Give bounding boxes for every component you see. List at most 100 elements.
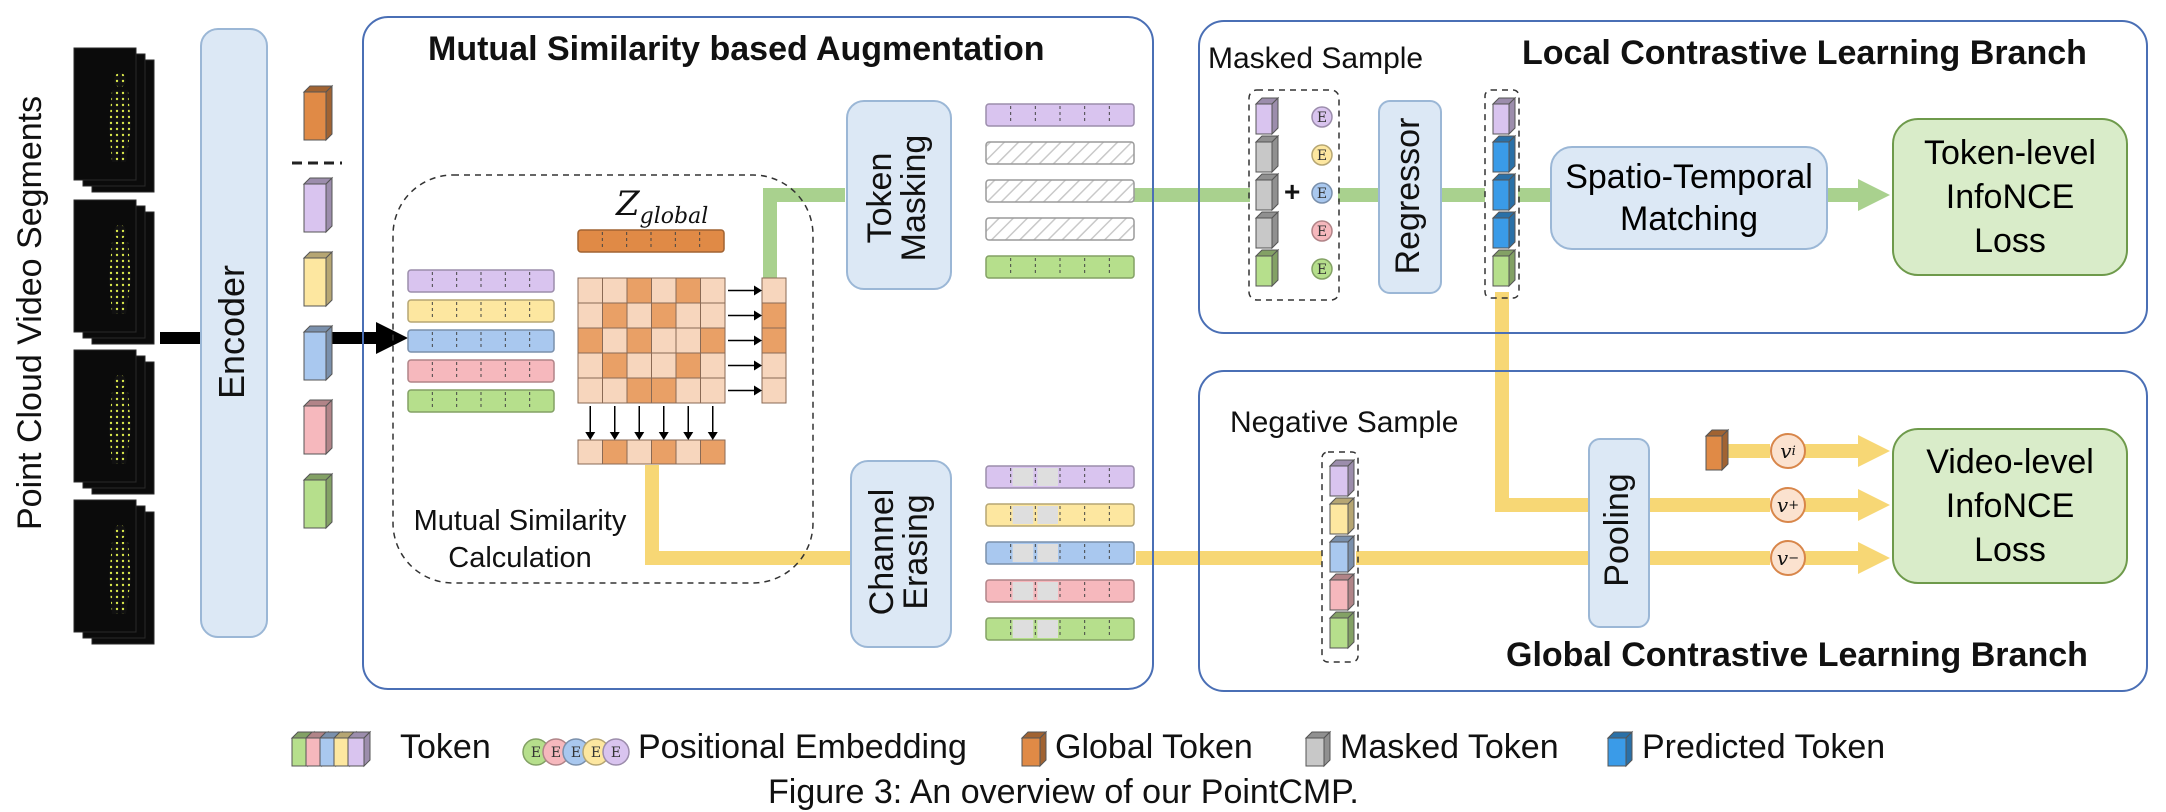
v-plus-node: v+: [1770, 487, 1806, 523]
token-masking-label: Token Masking: [861, 108, 933, 288]
frame-3-human-body: [109, 542, 131, 614]
frame-1-human-head: [114, 225, 126, 239]
positional-embedding-2: [1311, 182, 1333, 204]
erased-token-bar-4-erased-0: [1012, 620, 1034, 638]
v-i-subscript: i: [1791, 443, 1796, 459]
sim-row-score-1: [761, 302, 787, 329]
legend-pos-emb-letter-3: E: [591, 745, 601, 761]
legend-pos-emb-letter-0: E: [531, 745, 541, 761]
frame-3-human-head: [114, 525, 126, 539]
negative-token-1-face: [1329, 503, 1349, 535]
negative-token-3-face: [1329, 579, 1349, 611]
positional-embedding-letter-2: E: [1317, 186, 1327, 202]
legend-global-token-icon-side: [1039, 730, 1047, 768]
predicted-token-region: [1484, 89, 1520, 299]
erased-token-bar-2-erased-0: [1012, 544, 1034, 562]
pooling-global-token-face: [1705, 435, 1723, 471]
erased-token-bar-2-erased-1: [1037, 544, 1058, 562]
channel-erasing-output: [985, 465, 1135, 641]
col-arrowhead-3: [658, 432, 669, 440]
sim-matrix-cell-0-0: [577, 277, 603, 304]
sim-matrix-cell-2-4: [675, 327, 701, 354]
row-arrowhead-2: [754, 335, 762, 346]
sim-matrix-cell-2-1: [602, 327, 628, 354]
green-arrowhead-token-loss: [1858, 179, 1890, 211]
channel-erasing-line1: Channel: [863, 488, 901, 616]
sim-matrix-cell-4-5: [700, 377, 726, 404]
sim-matrix-cell-0-3: [651, 277, 677, 304]
legend-global-token-icon-face: [1021, 737, 1041, 767]
legend-masked-token-label: Masked Token: [1340, 728, 1559, 766]
v-minus-node: v−: [1770, 540, 1806, 576]
positional-embedding-3: [1311, 220, 1333, 242]
local-branch-title: Local Contrastive Learning Branch: [1522, 34, 2087, 72]
legend-pos-emb-letter-2: E: [571, 745, 581, 761]
masked-token-bar-3: [985, 217, 1135, 241]
predicted-token-4-face: [1492, 255, 1510, 287]
legend-token-icon-4-face: [347, 737, 365, 767]
predicted-tokens: [1491, 96, 1517, 288]
legend-masked-token-icon-side: [1323, 730, 1331, 768]
erased-token-bar-3-erased-1: [1037, 582, 1058, 600]
predicted-token-0-face: [1492, 103, 1510, 135]
regressor-block: [1378, 100, 1442, 294]
col-arrowhead-0: [585, 432, 596, 440]
sim-matrix-cell-4-1: [602, 377, 628, 404]
token-loss-line1: Token-level: [1924, 134, 2096, 172]
col-arrowhead-4: [683, 432, 694, 440]
v-minus-subscript: −: [1788, 550, 1800, 566]
frame-0-human-head: [114, 73, 126, 87]
mutual-similarity-calculation: [407, 229, 787, 465]
encoder-token-3-side: [325, 398, 333, 456]
masked-sample-token-1-face: [1255, 141, 1273, 173]
sim-matrix-cell-0-5: [700, 277, 726, 304]
row-arrowhead-3: [754, 360, 762, 371]
sim-matrix-cell-2-3: [651, 327, 677, 354]
v-i-symbol: v: [1780, 439, 1792, 463]
encoder-token-1-side: [325, 250, 333, 308]
negative-token-0-face: [1329, 465, 1349, 497]
row-arrowhead-4: [754, 385, 762, 396]
stm-line2: Matching: [1620, 200, 1758, 238]
negative-sample-tokens: [1328, 428, 1730, 650]
stm-line1: Spatio-Temporal: [1565, 158, 1813, 196]
encoder-token-2-side: [325, 324, 333, 382]
msa-title: Mutual Similarity based Augmentation: [428, 30, 1045, 68]
sim-row-score-4: [761, 377, 787, 404]
spatio-temporal-matching-block: Spatio-Temporal Matching: [1550, 146, 1828, 250]
yellow-flow-msa-to-erasing: [645, 465, 852, 565]
token-masking-block: [846, 100, 952, 290]
positional-embedding-1: [1311, 144, 1333, 166]
msa-calculation-region: [392, 174, 814, 584]
masked-sample-token-3-face: [1255, 217, 1273, 249]
v-plus-symbol: v: [1776, 493, 1789, 517]
sim-matrix-cell-4-3: [651, 377, 677, 404]
erased-token-bar-1-erased-0: [1012, 506, 1034, 524]
erased-token-bar-1-erased-1: [1037, 506, 1058, 524]
video-loss-line3: Loss: [1974, 531, 2046, 569]
row-arrowhead-0: [754, 285, 762, 296]
msa-calc-label: Mutual Similarity Calculation: [390, 500, 650, 580]
erased-token-bar-4-erased-1: [1037, 620, 1058, 638]
masked-token-bar-1: [985, 141, 1135, 165]
sim-matrix-cell-3-0: [577, 352, 603, 379]
yellow-arrowhead-vminus: [1858, 542, 1890, 574]
frame-1-human-body: [109, 242, 131, 314]
legend-token-icon-4-side: [363, 730, 371, 768]
predicted-token-2-face: [1492, 179, 1510, 211]
negative-token-2-face: [1329, 541, 1349, 573]
yellow-arrowhead-vplus: [1858, 489, 1890, 521]
z-global-subscript: global: [639, 203, 709, 229]
pooling-block: [1588, 438, 1650, 628]
global-branch-title: Global Contrastive Learning Branch: [1506, 636, 2088, 674]
positional-embedding-letter-0: E: [1317, 110, 1327, 126]
z-global-label: Zglobal: [616, 184, 708, 229]
token-masking-line1: Token: [861, 152, 899, 244]
legend-token-label: Token: [400, 728, 491, 766]
input-label: Point Cloud Video Segments: [11, 95, 49, 530]
point-cloud-frames: [73, 47, 155, 645]
global-branch-box: [1198, 370, 2148, 692]
negative-sample-region: [1321, 451, 1359, 663]
